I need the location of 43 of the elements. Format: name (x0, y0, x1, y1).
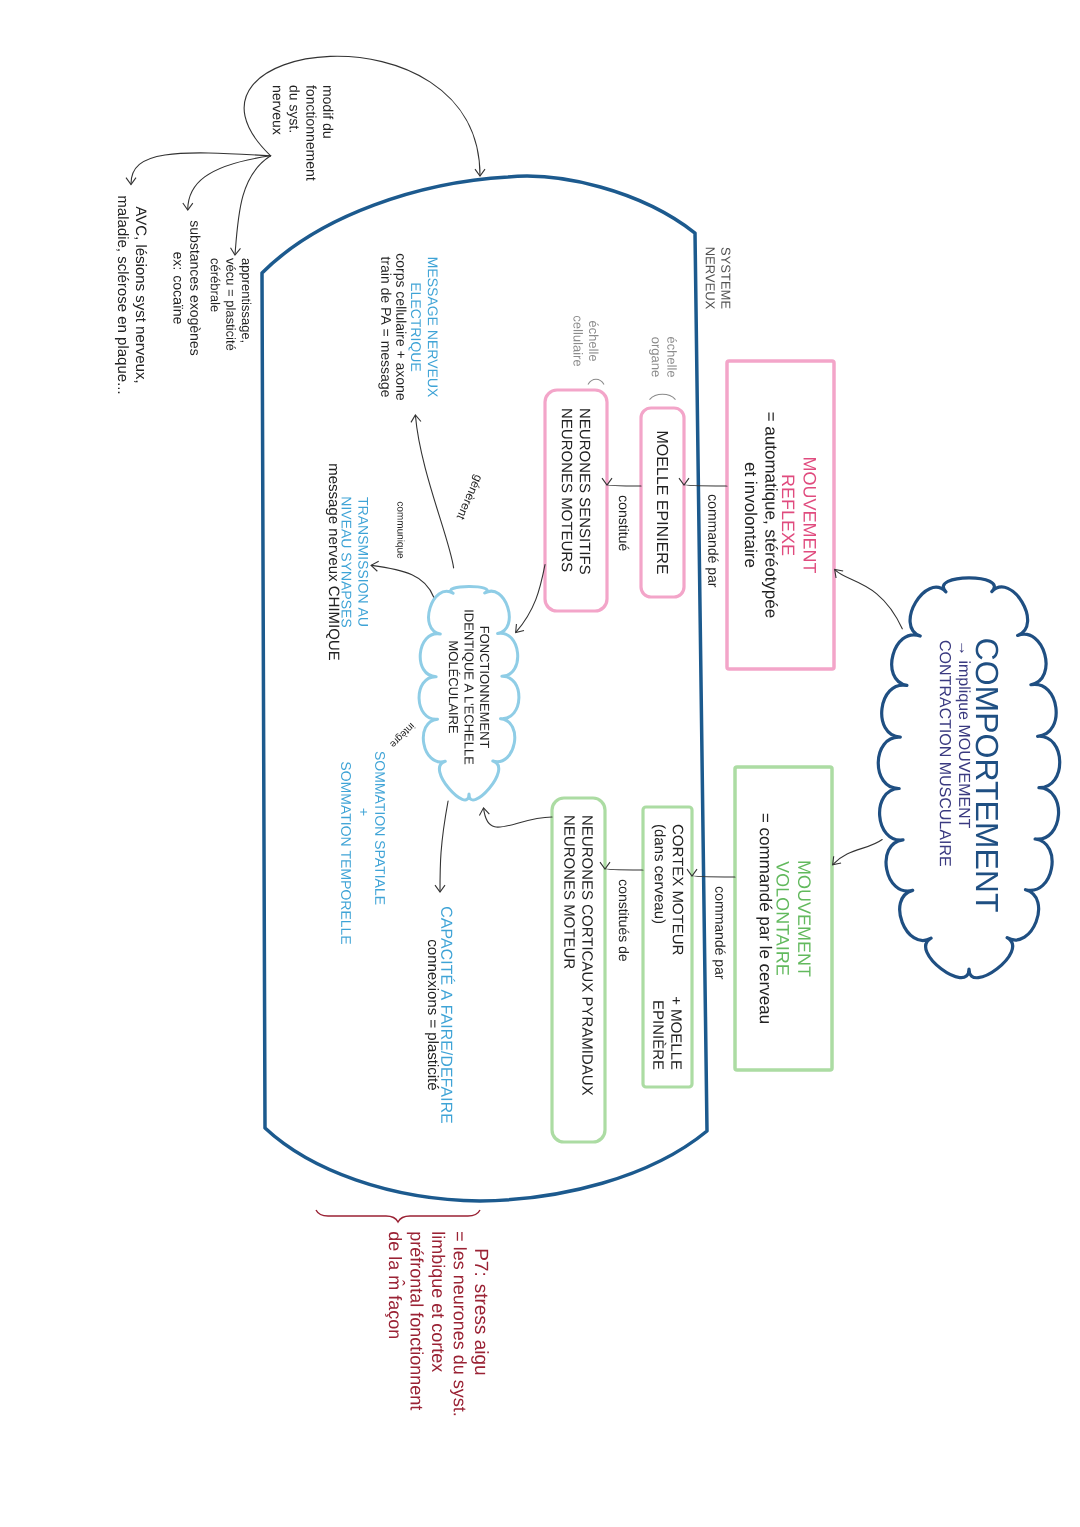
arrow (434, 800, 449, 893)
arrow (832, 838, 883, 866)
arrow (478, 806, 553, 828)
edge-label: constitués de (618, 879, 630, 962)
edge-label: constitué (618, 495, 630, 551)
concept-box: CORTEX MOTEUR (dans cerveau) + MOELLE EPINIÈRE (641, 805, 694, 1089)
group-heading: SYSTEME NERVEUX (705, 247, 731, 310)
arrow (243, 55, 486, 177)
arrow (678, 477, 728, 487)
edge-label: communique (395, 501, 405, 559)
concept-box: MOUVEMENT REFLEXE = automatique, stéréotypée et involontaire (725, 359, 836, 671)
note-text: MESSAGE NERVEUX ELECTRIQUE corps cellulaire + axone train de PA = message (378, 253, 438, 401)
arrow (601, 477, 642, 487)
annotation-text: SOMMATION TEMPORELLE (341, 762, 351, 945)
arrow (182, 155, 272, 211)
concept-cloud: COMPORTEMENT → implique MOUVEMENT CONTRACTION MUSCULAIRE (876, 576, 1062, 980)
arrow (515, 564, 546, 634)
edge-label: commandé par (712, 886, 726, 980)
plus-sign: + (360, 808, 368, 816)
note-text: substances exogènes ex: cocaïne (173, 220, 201, 356)
concept-box: NEURONES CORTICAUX PYRAMIDAUX NEURONES MOTEUR (550, 796, 607, 1144)
annotation-text: SOMMATION SPATIALE (375, 751, 385, 905)
scale-note: échelle cellulaire (573, 315, 599, 367)
note-text: AVC, lésions syst nerveux, maladie, sclérose en plaque... (114, 196, 148, 394)
arrow (410, 414, 455, 569)
note-text: TRANSMISSION AU NIVEAU SYNAPSES message nerveux CHIMIQUE (325, 464, 369, 661)
annotation-text: P7: stress aigu (471, 1249, 489, 1375)
arrow (370, 560, 435, 598)
edge-label: commandé par (705, 494, 719, 588)
arrow (599, 861, 644, 871)
arrow (834, 568, 903, 630)
concept-box: NEURONES SENSITIFS NEURONES MOTEURS (543, 388, 609, 613)
concept-cloud: FONCTIONNEMENT IDENTIQUE A L'ECHELLE MOLÉCULAIRE (417, 585, 521, 802)
concept-box: MOUVEMENT VOLONTAIRE = commandé par le cerveau (733, 765, 834, 1072)
note-text: modif du fonctionnement du syst. nerveux (272, 85, 334, 181)
scale-note: échelle organe (649, 336, 677, 377)
concept-box: MOELLE EPINIERE (639, 406, 686, 599)
annotation-text: = les neurones du syst. limbique et cortex préfrontal fonctionnent de la m̂ façon (385, 1231, 467, 1416)
arrow (125, 152, 272, 186)
note-text: apprentissage, vécu = plasticité cérébrale (210, 258, 252, 351)
arrow (229, 155, 272, 256)
arrow (686, 868, 736, 878)
note-text: CAPACITÉ A FAIRE/DEFAIRE connexions = plasticité (424, 907, 456, 1124)
